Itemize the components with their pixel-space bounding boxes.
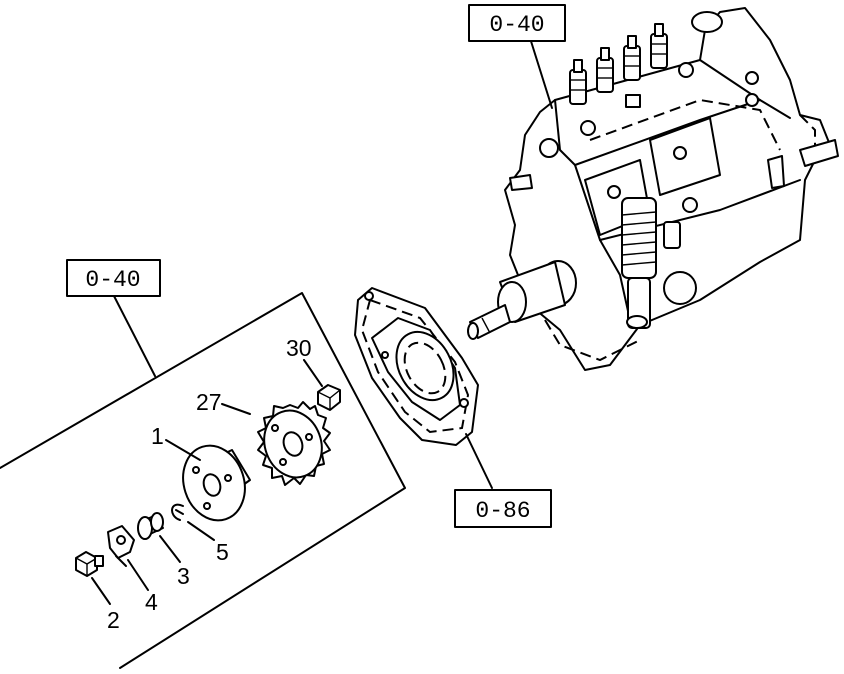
timing-gear [257, 401, 331, 486]
injection-pump [467, 7, 839, 371]
ref-label-pump: 0-40 [489, 12, 544, 38]
leader-line [221, 403, 251, 415]
part-number-2: 2 [107, 607, 120, 633]
leader-line [159, 535, 181, 563]
bolt [75, 551, 104, 577]
leader-line [91, 577, 111, 605]
leader-line [529, 37, 553, 109]
ref-label-plate: 0-86 [475, 498, 530, 524]
part-number-3: 3 [177, 563, 190, 589]
camshaft [467, 260, 577, 340]
leader-line [187, 521, 215, 541]
leader-line [113, 295, 156, 377]
leader-line [165, 439, 201, 461]
drive-plate [354, 287, 479, 446]
leader-line [127, 559, 149, 591]
part-number-30: 30 [286, 335, 312, 361]
nut [317, 384, 341, 411]
part-number-5: 5 [216, 539, 229, 565]
ref-box-pump: 0-40 [468, 4, 566, 42]
ref-box-gear: 0-40 [66, 259, 161, 297]
lock-plate [107, 525, 135, 567]
part-number-27: 27 [196, 389, 222, 415]
leader-line [303, 359, 323, 387]
part-number-4: 4 [145, 589, 158, 615]
gear-assembly-panel: 0-40 [0, 259, 406, 669]
leader-line [465, 433, 493, 489]
circlip [171, 503, 184, 521]
ref-box-plate: 0-86 [454, 489, 552, 528]
bushing [137, 512, 164, 540]
delivery-valve-holders [569, 23, 668, 105]
ref-label-gear: 0-40 [85, 267, 140, 293]
part-number-1: 1 [151, 423, 164, 449]
adjusting-screw [621, 197, 657, 329]
hub-flange [182, 444, 251, 522]
